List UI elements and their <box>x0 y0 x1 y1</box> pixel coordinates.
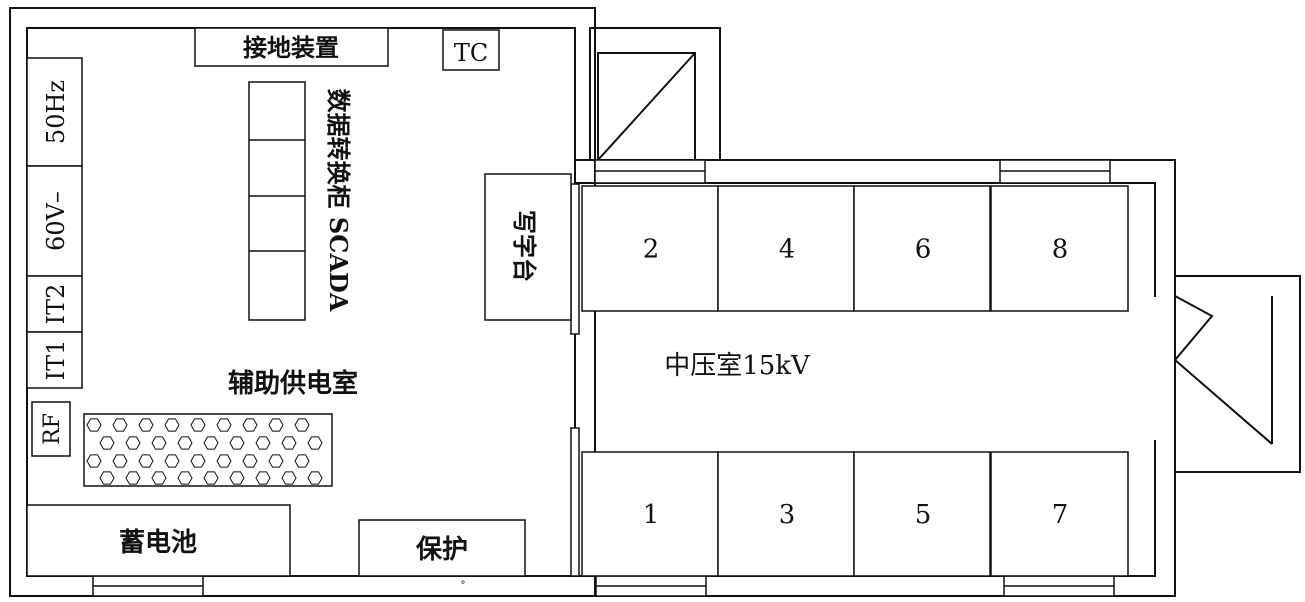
battery-cell-hex <box>138 418 154 432</box>
battery-cell-hex <box>203 436 219 450</box>
battery-cell-hex <box>112 418 128 432</box>
battery-bench: 蓄电池 <box>26 504 291 577</box>
battery-cell-hex <box>216 418 232 432</box>
protection-cabinet: 保护 <box>358 519 526 577</box>
battery-cell-hex <box>99 471 115 485</box>
battery-cell-hex <box>229 436 245 450</box>
battery-cell-hex <box>307 471 323 485</box>
switchgear-top-row: 2 4 6 8 <box>581 185 1129 312</box>
battery-cell-hex <box>255 471 271 485</box>
battery-cell-hex <box>112 454 128 468</box>
battery-cell-hex <box>164 454 180 468</box>
battery-cell-hex <box>190 454 206 468</box>
tc-box: TC <box>442 29 500 71</box>
switchgear-cabinet <box>581 185 719 312</box>
battery-cell-hex <box>203 471 219 485</box>
switchgear-cabinet <box>990 185 1129 312</box>
panel-50hz-label: 50Hz <box>42 80 70 144</box>
partition-post-lower <box>570 427 580 577</box>
protection-label: 保护 <box>415 535 468 565</box>
battery-cell-hex <box>151 436 167 450</box>
switchgear-number: 7 <box>1052 500 1069 530</box>
left-panels: 50Hz 60V– IT2 IT1 RF <box>26 57 83 457</box>
battery-cell-hex <box>242 454 258 468</box>
panel-it2-label: IT2 <box>42 284 70 325</box>
desk: 写字台 <box>484 173 572 321</box>
switchgear-number: 1 <box>643 500 660 530</box>
switchgear-number: 5 <box>915 500 932 530</box>
windows <box>92 159 1115 597</box>
battery-cell-hex <box>294 454 310 468</box>
switchgear-bottom-row: 1 3 5 7 <box>581 451 1129 577</box>
battery-rack <box>83 413 333 487</box>
switchgear-cabinet <box>853 185 991 312</box>
battery-cell-hex <box>151 471 167 485</box>
panel-it1-label: IT1 <box>42 340 70 381</box>
mv-room-label: 中压室15kV <box>664 351 811 381</box>
battery-cell-hex <box>268 454 284 468</box>
switchgear-number: 6 <box>915 235 932 265</box>
battery-cell-hex <box>86 454 102 468</box>
battery-cell-hex <box>190 418 206 432</box>
battery-cell-hex <box>138 454 154 468</box>
battery-cells <box>86 418 323 485</box>
aux-room-label: 辅助供电室 <box>228 368 358 399</box>
grounding-device: 接地装置 <box>194 27 389 67</box>
switchgear-number: 8 <box>1052 235 1069 265</box>
battery-cell-hex <box>177 471 193 485</box>
battery-cell-hex <box>268 418 284 432</box>
switchgear-number: 2 <box>643 235 660 265</box>
panel-rf-label: RF <box>40 413 65 445</box>
battery-cell-hex <box>281 471 297 485</box>
switchgear-number: 3 <box>779 500 796 530</box>
upper-door <box>589 27 721 161</box>
switchgear-cabinet <box>717 451 855 577</box>
small-mark: ° <box>461 580 466 591</box>
switchgear-cabinet <box>717 185 855 312</box>
desk-label: 写字台 <box>510 210 539 282</box>
battery-cell-hex <box>125 471 141 485</box>
battery-cell-hex <box>164 418 180 432</box>
scada-cabinet: 数据转换柜 SCADA <box>248 81 353 321</box>
battery-cell-hex <box>99 436 115 450</box>
switchgear-cabinet <box>581 451 719 577</box>
battery-cell-hex <box>281 436 297 450</box>
battery-label: 蓄电池 <box>119 528 197 558</box>
battery-cell-hex <box>229 471 245 485</box>
battery-cell-hex <box>177 436 193 450</box>
tc-label: TC <box>454 39 488 67</box>
battery-cell-hex <box>86 418 102 432</box>
switchgear-cabinet <box>853 451 991 577</box>
panel-60v-label: 60V– <box>42 191 70 251</box>
battery-cell-hex <box>255 436 271 450</box>
switchgear-number: 4 <box>779 235 796 265</box>
right-door <box>1174 275 1301 473</box>
switchgear-cabinet <box>990 451 1129 577</box>
battery-cell-hex <box>294 418 310 432</box>
battery-cell-hex <box>125 436 141 450</box>
partition-post-upper <box>570 183 580 335</box>
scada-label: 数据转换柜 SCADA <box>324 89 353 312</box>
battery-cell-hex <box>242 418 258 432</box>
grounding-label: 接地装置 <box>243 33 339 62</box>
battery-cell-hex <box>216 454 232 468</box>
battery-cell-hex <box>307 436 323 450</box>
